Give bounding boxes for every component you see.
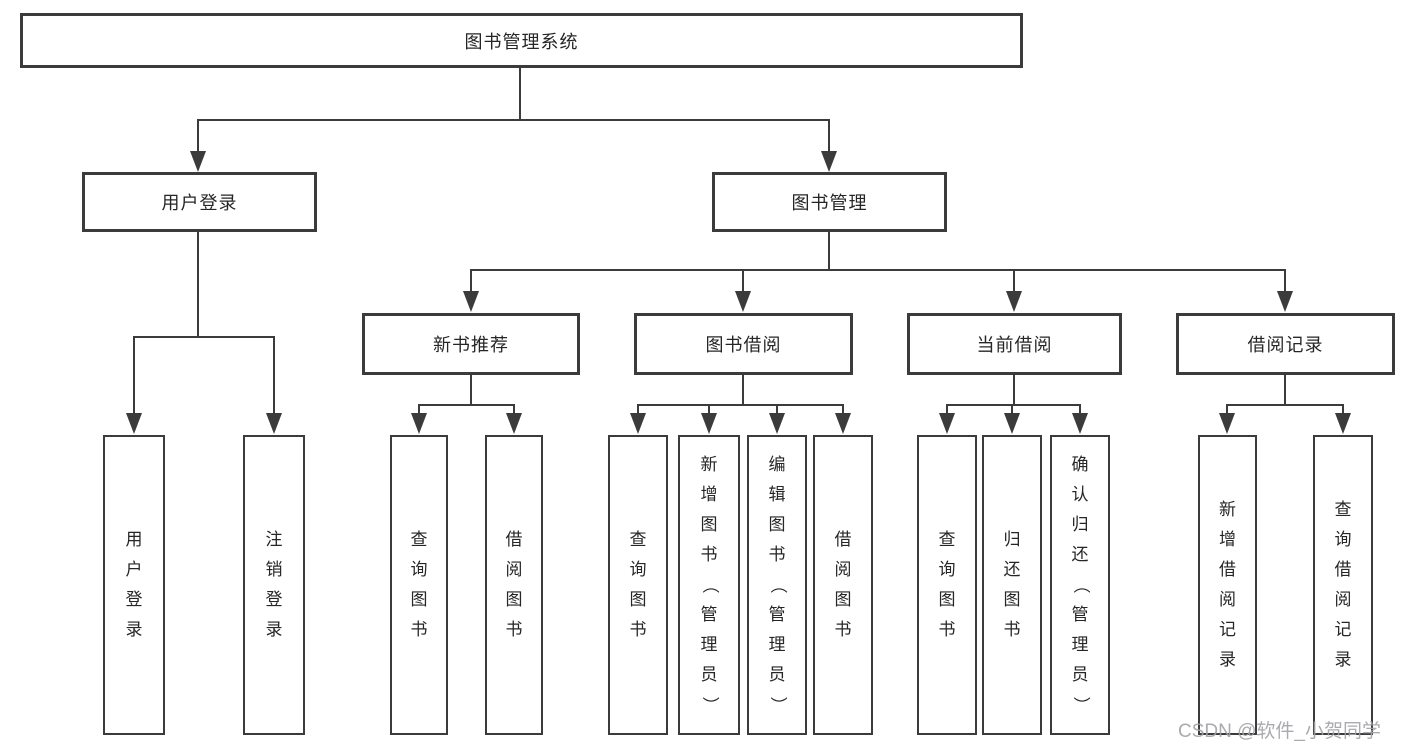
node-current-borrowing: 当前借阅 bbox=[907, 313, 1122, 375]
node-book-borrowing-label: 图书借阅 bbox=[705, 335, 782, 355]
leaf-add-book-admin: 新增图书（管理员） bbox=[678, 435, 740, 735]
arrowhead-down-icon bbox=[821, 151, 837, 172]
connector-vline bbox=[1342, 404, 1344, 414]
leaf-query-books-2-label: 查询图书 bbox=[629, 530, 647, 639]
node-user-login-label: 用户登录 bbox=[161, 193, 238, 213]
arrowhead-down-icon bbox=[1335, 413, 1351, 434]
arrowhead-down-icon bbox=[126, 413, 142, 434]
arrowhead-down-icon bbox=[939, 413, 955, 434]
connector-vline bbox=[273, 336, 275, 414]
leaf-borrow-books-2: 借阅图书 bbox=[813, 435, 873, 735]
leaf-query-borrow-record-label: 查询借阅记录 bbox=[1334, 500, 1352, 669]
leaf-query-books-1-label: 查询图书 bbox=[410, 530, 428, 639]
connector-hline bbox=[470, 269, 1286, 271]
node-borrowing-records: 借阅记录 bbox=[1176, 313, 1395, 375]
leaf-edit-book-admin: 编辑图书（管理员） bbox=[747, 435, 807, 735]
arrowhead-down-icon bbox=[1277, 291, 1293, 312]
connector-vline bbox=[828, 232, 830, 270]
node-book-borrowing: 图书借阅 bbox=[634, 313, 853, 375]
leaf-confirm-return-admin: 确认归还（管理员） bbox=[1050, 435, 1110, 735]
leaf-borrow-books-1-label: 借阅图书 bbox=[505, 530, 523, 639]
leaf-borrow-books-1: 借阅图书 bbox=[485, 435, 543, 735]
connector-vline bbox=[470, 375, 472, 405]
leaf-user-login-label: 用户登录 bbox=[125, 530, 143, 639]
leaf-query-borrow-record: 查询借阅记录 bbox=[1313, 435, 1373, 735]
leaf-logout-label: 注销登录 bbox=[265, 530, 283, 639]
connector-vline bbox=[708, 404, 710, 414]
node-new-book-recommend: 新书推荐 bbox=[362, 313, 580, 375]
connector-vline bbox=[637, 404, 639, 414]
arrowhead-down-icon bbox=[1006, 291, 1022, 312]
connector-vline bbox=[197, 119, 199, 152]
leaf-return-book: 归还图书 bbox=[982, 435, 1042, 735]
connector-vline bbox=[1011, 404, 1013, 414]
connector-vline bbox=[1013, 375, 1015, 405]
leaf-borrow-books-2-label: 借阅图书 bbox=[834, 530, 852, 639]
connector-hline bbox=[418, 404, 515, 406]
leaf-return-book-label: 归还图书 bbox=[1003, 530, 1021, 639]
connector-hline bbox=[133, 336, 274, 338]
arrowhead-down-icon bbox=[1219, 413, 1235, 434]
arrowhead-down-icon bbox=[463, 291, 479, 312]
connector-vline bbox=[1284, 269, 1286, 292]
connector-hline bbox=[197, 119, 830, 121]
arrowhead-down-icon bbox=[701, 413, 717, 434]
node-borrowing-records-label: 借阅记录 bbox=[1247, 335, 1324, 355]
leaf-query-books-2: 查询图书 bbox=[608, 435, 668, 735]
connector-hline bbox=[637, 404, 844, 406]
arrowhead-down-icon bbox=[266, 413, 282, 434]
arrowhead-down-icon bbox=[630, 413, 646, 434]
arrowhead-down-icon bbox=[411, 413, 427, 434]
connector-vline bbox=[742, 269, 744, 292]
node-user-login: 用户登录 bbox=[82, 172, 317, 232]
leaf-query-books-3-label: 查询图书 bbox=[938, 530, 956, 639]
leaf-add-book-admin-label: 新增图书（管理员） bbox=[700, 455, 719, 714]
connector-vline bbox=[828, 119, 830, 152]
leaf-add-borrow-record: 新增借阅记录 bbox=[1198, 435, 1257, 735]
node-library-system-label: 图书管理系统 bbox=[464, 31, 579, 52]
csdn-watermark: CSDN @软件_小贺同学 bbox=[1178, 721, 1381, 742]
leaf-confirm-return-admin-label: 确认归还（管理员） bbox=[1071, 455, 1090, 714]
leaf-query-books-3: 查询图书 bbox=[917, 435, 977, 735]
connector-vline bbox=[470, 269, 472, 292]
connector-vline bbox=[519, 68, 521, 119]
node-book-management: 图书管理 bbox=[712, 172, 947, 232]
connector-hline bbox=[1226, 404, 1344, 406]
arrowhead-down-icon bbox=[769, 413, 785, 434]
connector-vline bbox=[776, 404, 778, 414]
leaf-add-borrow-record-label: 新增借阅记录 bbox=[1219, 500, 1236, 669]
arrowhead-down-icon bbox=[735, 291, 751, 312]
connector-vline bbox=[946, 404, 948, 414]
leaf-query-books-1: 查询图书 bbox=[390, 435, 448, 735]
connector-hline bbox=[946, 404, 1081, 406]
leaf-edit-book-admin-label: 编辑图书（管理员） bbox=[768, 455, 787, 714]
arrowhead-down-icon bbox=[190, 151, 206, 172]
connector-vline bbox=[1013, 269, 1015, 292]
node-new-book-recommend-label: 新书推荐 bbox=[433, 335, 509, 355]
node-library-system: 图书管理系统 bbox=[20, 13, 1023, 68]
arrowhead-down-icon bbox=[1004, 413, 1020, 434]
connector-vline bbox=[1226, 404, 1228, 414]
connector-vline bbox=[513, 404, 515, 414]
connector-vline bbox=[197, 232, 199, 336]
arrowhead-down-icon bbox=[506, 413, 522, 434]
arrowhead-down-icon bbox=[1072, 413, 1088, 434]
connector-vline bbox=[1284, 375, 1286, 405]
connector-vline bbox=[1079, 404, 1081, 414]
leaf-logout: 注销登录 bbox=[243, 435, 305, 735]
connector-vline bbox=[842, 404, 844, 414]
node-current-borrowing-label: 当前借阅 bbox=[976, 335, 1053, 355]
connector-vline bbox=[133, 336, 135, 414]
leaf-user-login: 用户登录 bbox=[103, 435, 165, 735]
arrowhead-down-icon bbox=[835, 413, 851, 434]
connector-vline bbox=[742, 375, 744, 405]
node-book-management-label: 图书管理 bbox=[791, 193, 868, 213]
connector-vline bbox=[418, 404, 420, 414]
